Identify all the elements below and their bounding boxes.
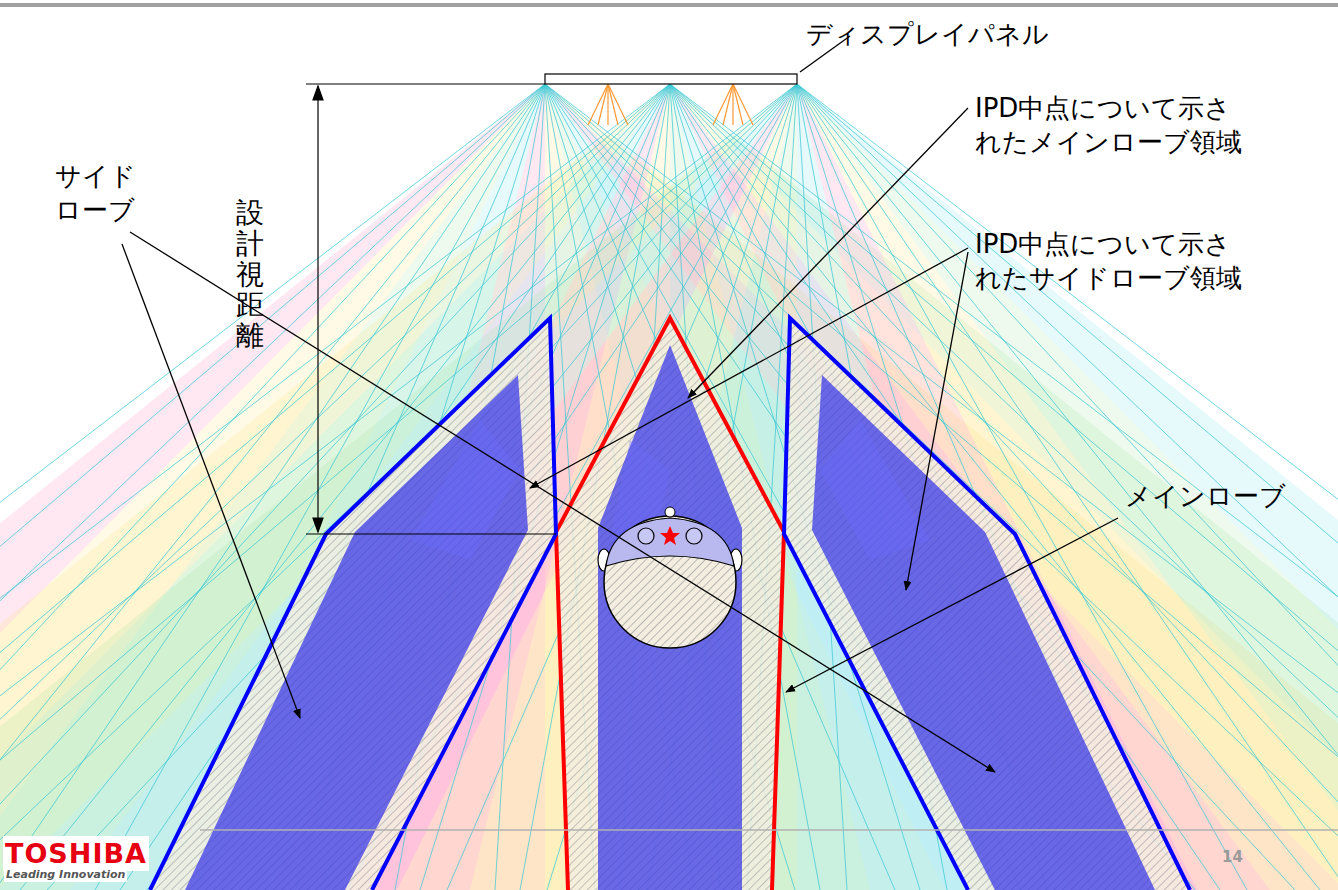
light-ray	[598, 84, 608, 125]
main-lobe-outline	[556, 318, 784, 890]
light-ray	[0, 84, 797, 890]
logo-text: TOSHIBA	[3, 836, 149, 871]
side-lobe	[185, 375, 528, 890]
side-lobe-outline	[150, 318, 556, 890]
light-ray	[608, 84, 628, 125]
light-ray	[588, 84, 608, 125]
side-lobe-region	[784, 318, 1190, 890]
viewer-head	[598, 507, 742, 648]
light-ray	[733, 84, 743, 125]
light-ray	[0, 84, 797, 890]
logo-tagline: Leading Innovation	[4, 868, 127, 882]
light-ray	[0, 84, 797, 890]
light-ray	[545, 84, 1295, 890]
side-lobe-outline	[784, 318, 1190, 890]
display-panel	[545, 74, 797, 84]
light-ray	[797, 84, 1338, 890]
light-ray	[147, 84, 797, 890]
light-ray	[723, 84, 733, 125]
callout-label: IPD中点について示さ れたメインローブ領域	[975, 92, 1242, 160]
light-ray	[713, 84, 733, 125]
lobe-shading	[410, 420, 930, 560]
side-lobe	[812, 375, 1155, 890]
page-number: 14	[1222, 848, 1243, 868]
light-ray	[545, 84, 1338, 890]
light-ray	[733, 84, 753, 125]
light-ray	[545, 84, 1338, 890]
light-ray	[95, 84, 545, 890]
light-fan	[797, 84, 1338, 890]
side-lobe-region	[150, 318, 556, 890]
callout-label: IPD中点について示さ れたサイドローブ領域	[975, 228, 1242, 296]
light-fan	[797, 84, 1338, 890]
dimension	[306, 84, 556, 534]
light-ray	[607, 84, 608, 125]
callout-label: サイド ローブ	[55, 160, 136, 228]
light-ray	[47, 84, 797, 890]
main-lobe	[598, 345, 742, 890]
light-ray	[545, 84, 1338, 890]
light-ray	[797, 84, 1338, 890]
light-ray	[797, 84, 1338, 890]
light-ray	[797, 84, 1338, 890]
leader-lines	[122, 36, 1118, 772]
dimension-label: 設計視距離	[236, 198, 264, 352]
light-ray	[797, 84, 1338, 890]
light-ray	[608, 84, 618, 125]
light-fans	[0, 84, 1338, 890]
slide-rule	[200, 829, 1338, 831]
slide-rule	[0, 3, 1338, 7]
light-ray	[545, 84, 1195, 890]
light-rays	[0, 84, 1338, 890]
callout-label: メインローブ	[1125, 480, 1286, 514]
light-fan	[797, 84, 1338, 890]
main-lobe-region	[556, 318, 784, 890]
panel-label: ディスプレイパネル	[806, 18, 1049, 52]
light-ray	[547, 84, 797, 890]
light-ray	[797, 84, 1338, 890]
light-ray	[732, 84, 733, 125]
